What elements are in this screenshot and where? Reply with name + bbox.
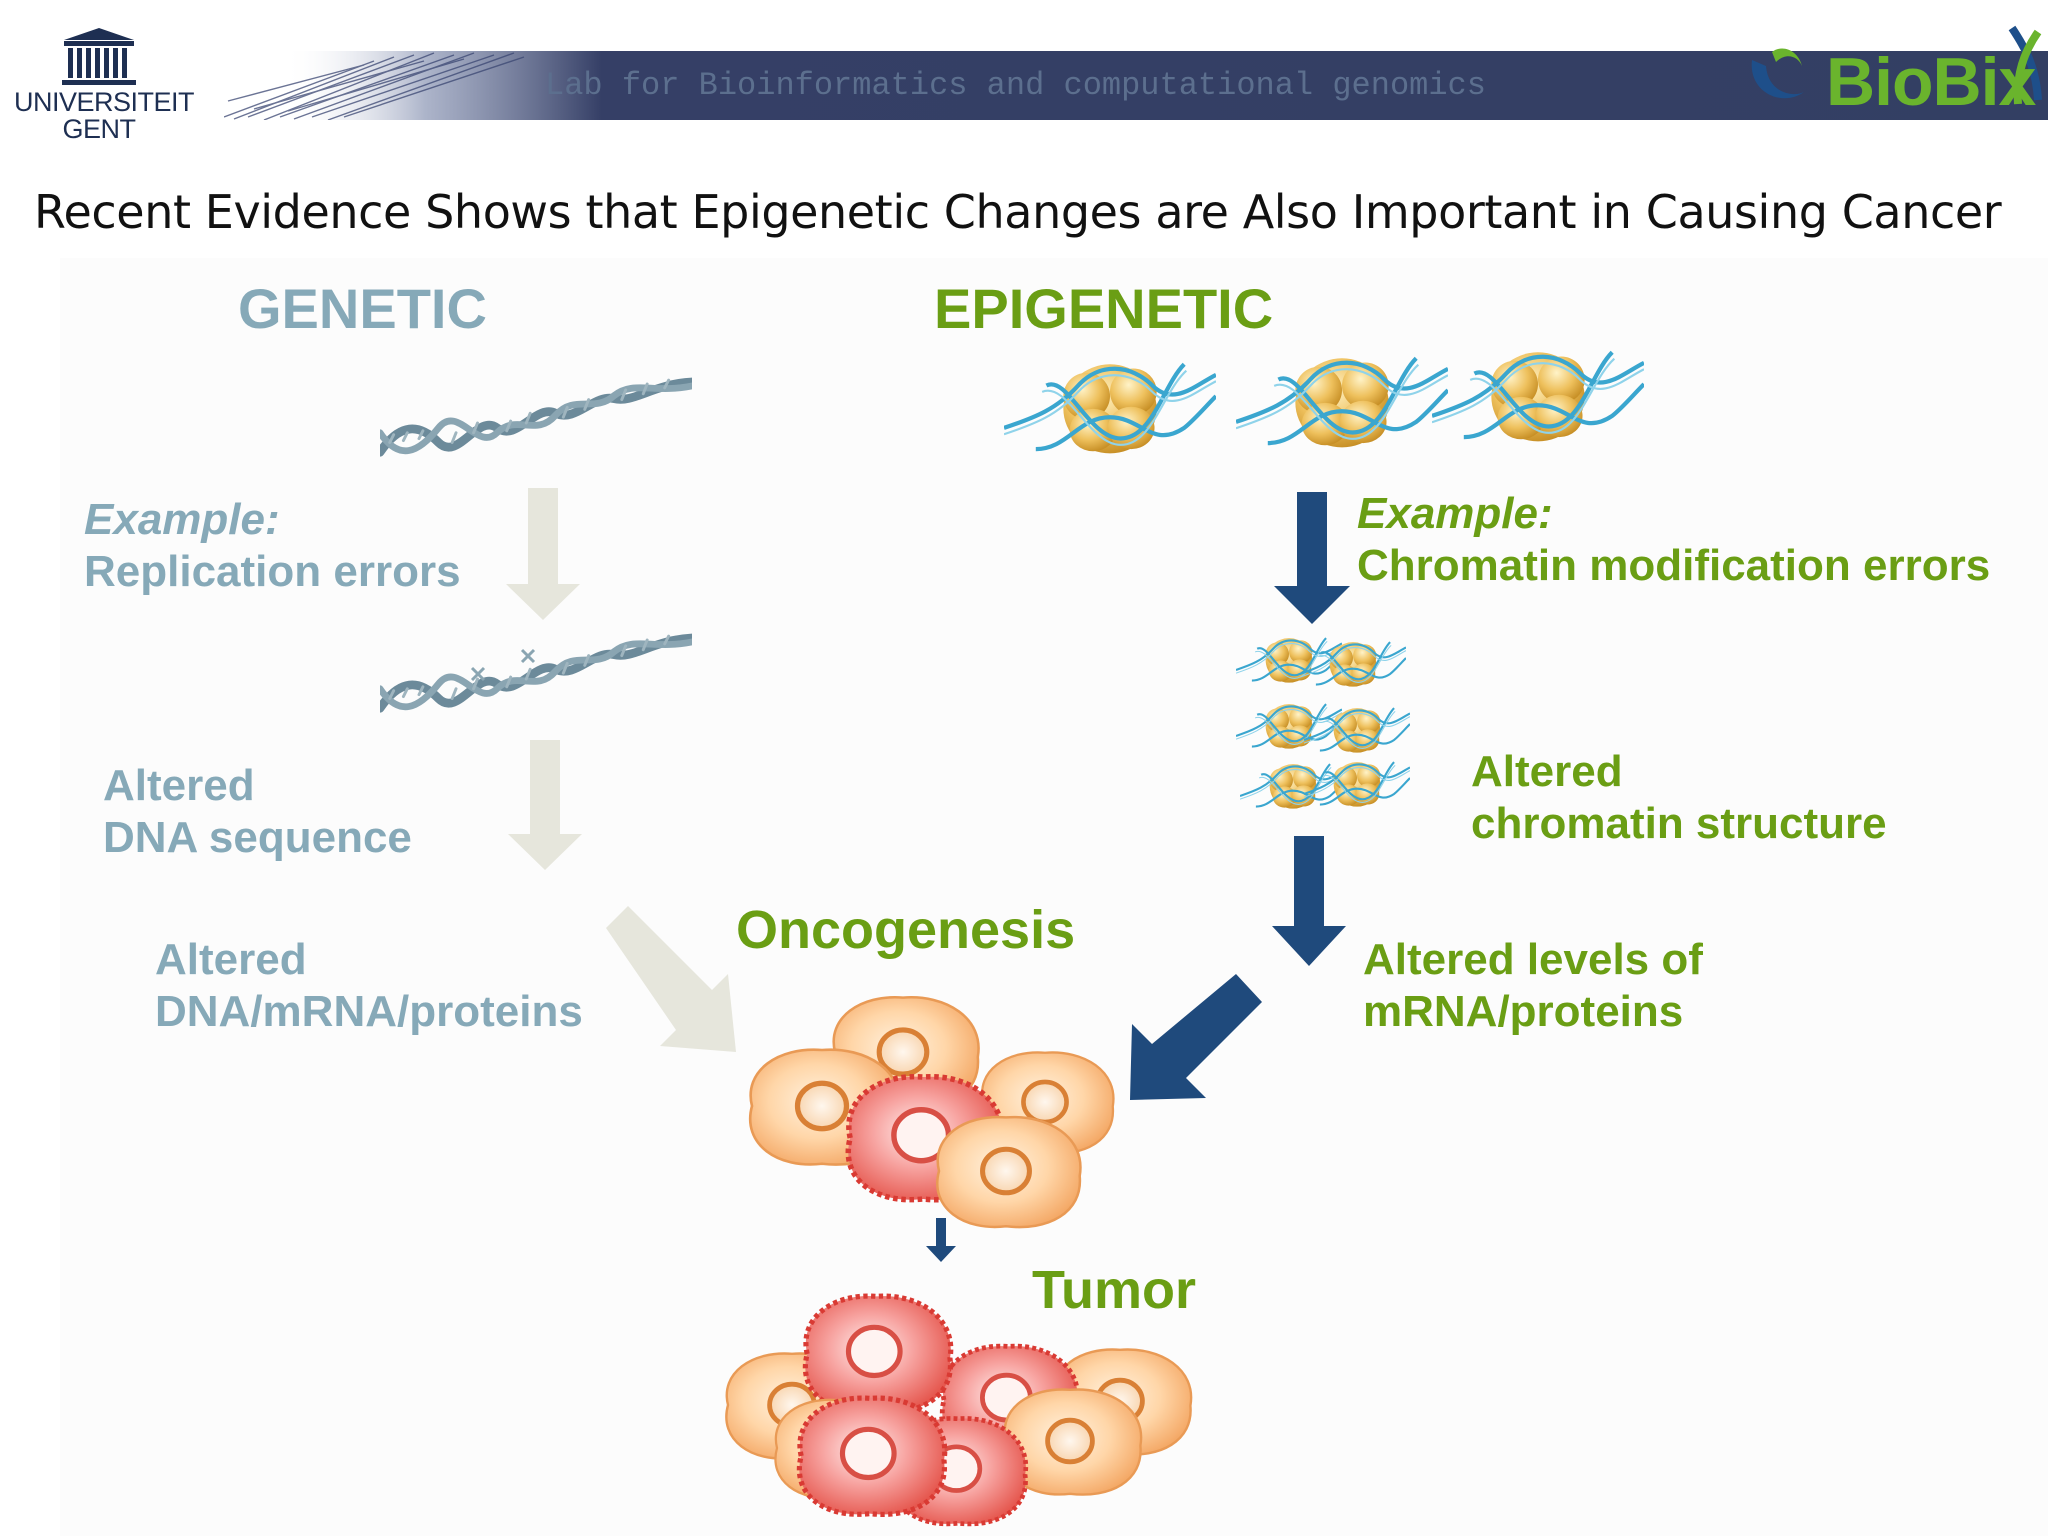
epigenetic-example-text: Chromatin modification errors: [1357, 541, 1991, 590]
arrow-epigenetic-1: [1274, 492, 1350, 624]
diagram-area: [60, 258, 2048, 1536]
brand-name: BioBix: [1826, 44, 2036, 120]
mutation-marks: [470, 648, 536, 682]
cell-icon: [799, 1398, 944, 1514]
genetic-altered-1-line1: Altered: [103, 761, 255, 810]
arrow-genetic-1: [506, 488, 580, 620]
arrow-genetic-2: [508, 740, 582, 870]
ugent-logo: UNIVERSITEIT GENT: [14, 24, 195, 144]
epigenetic-heading: EPIGENETIC: [934, 277, 1274, 340]
oncogenesis-cells: [750, 997, 1113, 1227]
university-building-icon: [62, 28, 136, 85]
dna-helix-icon: [380, 380, 692, 452]
nucleosome-icon: [1004, 364, 1216, 453]
biobix-logo-icon: [1751, 25, 2042, 105]
lab-title: Lab for Bioinformatics and computational…: [545, 67, 1486, 104]
epigenetic-altered-1-line2: chromatin structure: [1471, 799, 1887, 848]
epigenetic-altered-2-line1: Altered levels of: [1363, 935, 1703, 984]
slide-title: Recent Evidence Shows that Epigenetic Ch…: [34, 185, 2002, 239]
genetic-altered-2-line2: DNA/mRNA/proteins: [155, 987, 583, 1036]
tumor-label: Tumor: [1032, 1260, 1196, 1320]
university-name-line2: GENT: [62, 114, 136, 144]
arrow-genetic-3: [606, 906, 736, 1052]
arrow-epigenetic-2: [1272, 836, 1346, 966]
epigenetic-example-label: Example:: [1357, 489, 1553, 538]
mutated-dna-helix-icon: [380, 636, 692, 708]
tumor-cells: [726, 1296, 1191, 1524]
genetic-example-text: Replication errors: [84, 547, 461, 596]
biobix-logo: BioBix: [1742, 22, 2048, 122]
nucleosome-icon: [1432, 352, 1644, 441]
cell-icon: [805, 1296, 950, 1412]
genetic-altered-2-line1: Altered: [155, 935, 307, 984]
cell-icon: [937, 1117, 1080, 1227]
epigenetic-altered-1-line1: Altered: [1471, 747, 1623, 796]
chromatin-cluster-icon: [1236, 636, 1410, 810]
arrow-to-tumor: [926, 1218, 956, 1262]
genetic-altered-1-line2: DNA sequence: [103, 813, 412, 862]
oncogenesis-label: Oncogenesis: [736, 900, 1076, 960]
nucleosome-icon: [1236, 358, 1448, 447]
genetic-example-label: Example:: [84, 495, 280, 544]
arrow-epigenetic-3: [1130, 974, 1262, 1100]
university-name-line1: UNIVERSITEIT: [14, 87, 195, 117]
genetic-heading: GENETIC: [238, 277, 487, 340]
epigenetic-altered-2-line2: mRNA/proteins: [1363, 987, 1684, 1036]
